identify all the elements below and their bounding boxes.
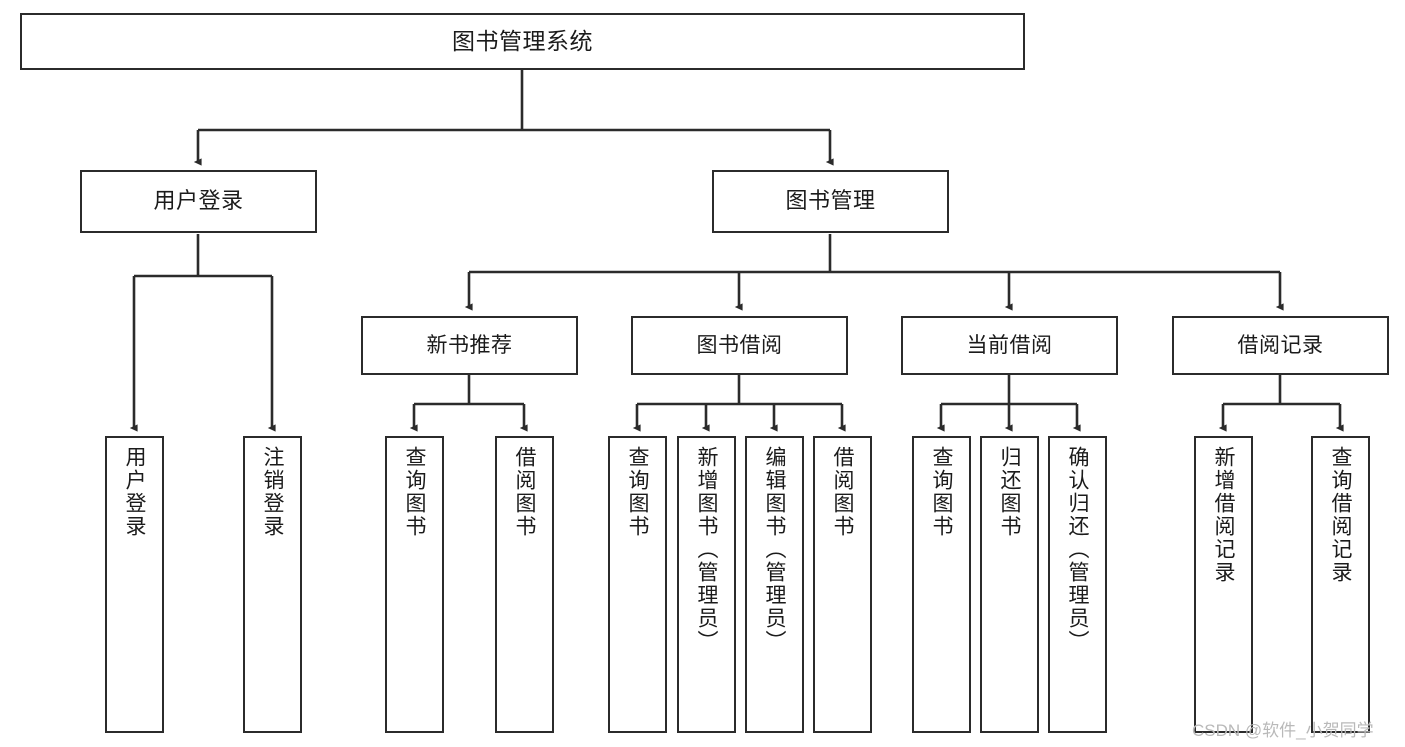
node-leaf-new-book-recommend-borrow-book[interactable]: 借阅图书 bbox=[495, 436, 554, 733]
node-leaf-borrow-record-add-record[interactable]: 新增借阅记录 bbox=[1194, 436, 1253, 733]
node-label: 借阅图书 bbox=[513, 446, 537, 538]
node-leaf-book-borrow-edit-book[interactable]: 编辑图书（管理员） bbox=[745, 436, 804, 733]
node-label: 借阅图书 bbox=[831, 446, 855, 538]
node-leaf-current-borrow-return-book[interactable]: 归还图书 bbox=[980, 436, 1039, 733]
node-leaf-current-borrow-query-book[interactable]: 查询图书 bbox=[912, 436, 971, 733]
node-leaf-current-borrow-confirm-return[interactable]: 确认归还（管理员） bbox=[1048, 436, 1107, 733]
node-new-book-recommend[interactable]: 新书推荐 bbox=[361, 316, 578, 375]
node-label: 借阅记录 bbox=[1237, 333, 1324, 357]
node-label: 确认归还（管理员） bbox=[1066, 446, 1090, 653]
node-leaf-user-login-logout[interactable]: 注销登录 bbox=[243, 436, 302, 733]
node-label: 图书管理系统 bbox=[452, 27, 593, 54]
node-leaf-book-borrow-borrow-book[interactable]: 借阅图书 bbox=[813, 436, 872, 733]
node-label: 归还图书 bbox=[998, 446, 1022, 538]
node-label: 新增图书（管理员） bbox=[695, 446, 719, 653]
node-label: 注销登录 bbox=[261, 446, 285, 538]
node-label: 当前借阅 bbox=[966, 333, 1053, 357]
node-current-borrow[interactable]: 当前借阅 bbox=[901, 316, 1118, 375]
node-leaf-user-login-login[interactable]: 用户登录 bbox=[105, 436, 164, 733]
node-label: 查询图书 bbox=[626, 446, 650, 538]
node-label: 用户登录 bbox=[123, 446, 147, 538]
node-label: 新书推荐 bbox=[426, 333, 513, 357]
node-label: 用户登录 bbox=[153, 188, 244, 214]
node-root-book-management-system[interactable]: 图书管理系统 bbox=[20, 13, 1025, 70]
node-leaf-new-book-recommend-query-book[interactable]: 查询图书 bbox=[385, 436, 444, 733]
watermark-credit: CSDN @软件_小贺同学 bbox=[1192, 721, 1374, 740]
node-leaf-book-borrow-query-book[interactable]: 查询图书 bbox=[608, 436, 667, 733]
node-label: 图书借阅 bbox=[696, 333, 783, 357]
node-leaf-book-borrow-add-book[interactable]: 新增图书（管理员） bbox=[677, 436, 736, 733]
node-book-borrow[interactable]: 图书借阅 bbox=[631, 316, 848, 375]
node-borrow-record[interactable]: 借阅记录 bbox=[1172, 316, 1389, 375]
node-label: 图书管理 bbox=[785, 188, 876, 214]
node-leaf-borrow-record-query-record[interactable]: 查询借阅记录 bbox=[1311, 436, 1370, 733]
node-label: 查询图书 bbox=[403, 446, 427, 538]
node-label: 查询图书 bbox=[930, 446, 954, 538]
node-book-management[interactable]: 图书管理 bbox=[712, 170, 949, 233]
node-label: 编辑图书（管理员） bbox=[763, 446, 787, 653]
node-user-login[interactable]: 用户登录 bbox=[80, 170, 317, 233]
node-label: 查询借阅记录 bbox=[1329, 446, 1353, 584]
node-label: 新增借阅记录 bbox=[1212, 446, 1236, 584]
